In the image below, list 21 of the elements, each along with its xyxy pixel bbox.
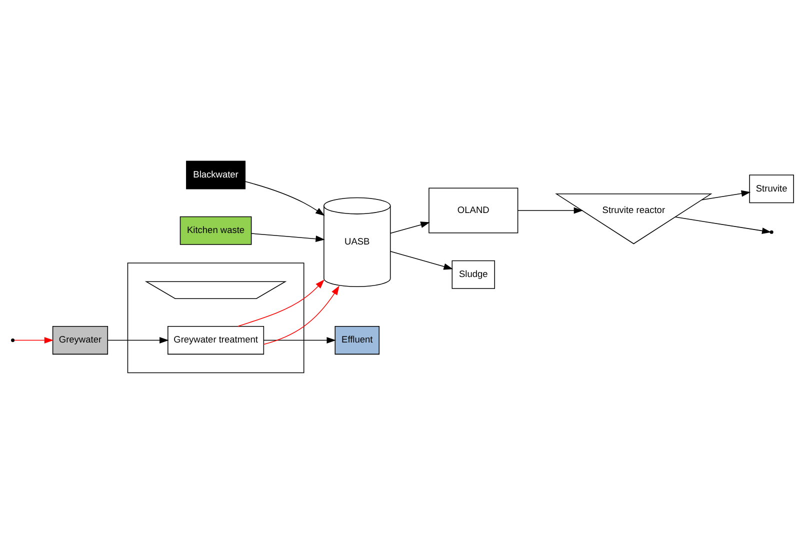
node-box: Effluent	[334, 326, 380, 355]
arrow	[701, 190, 751, 200]
arrow	[107, 337, 169, 344]
arrow	[263, 337, 336, 344]
node-box: Struvite	[749, 174, 794, 204]
arrow	[14, 337, 54, 344]
arrow	[251, 233, 325, 242]
arrow	[238, 280, 324, 327]
arrow	[263, 286, 340, 345]
node-box: Greywater	[52, 326, 108, 355]
cluster	[127, 262, 304, 374]
node-box: OLAND	[428, 188, 518, 234]
node-box: Sludge	[452, 260, 495, 289]
arrow	[674, 216, 772, 234]
arrow	[390, 222, 430, 234]
arrow	[390, 251, 454, 270]
node-box: Kitchen waste	[180, 216, 252, 245]
arrow	[518, 207, 584, 214]
node-box: Greywater treatment	[168, 326, 264, 355]
node-box: Blackwater	[186, 160, 246, 190]
arrow	[244, 181, 325, 216]
